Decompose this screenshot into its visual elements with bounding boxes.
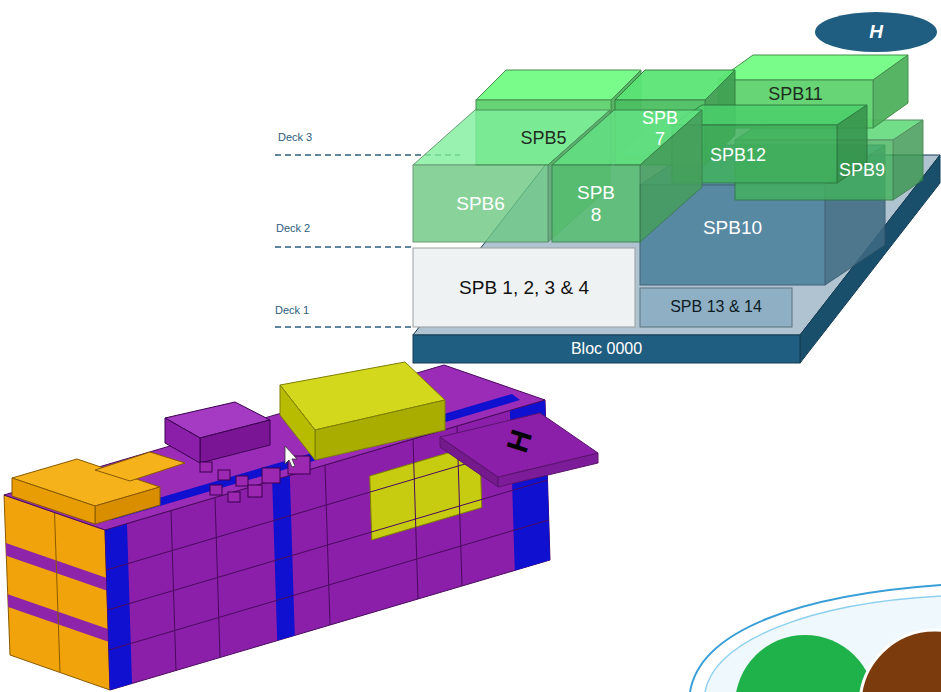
module-box: SPB 8 bbox=[552, 165, 640, 242]
box-front bbox=[413, 335, 800, 363]
model-edge bbox=[55, 513, 61, 673]
box-label: SPB 7 bbox=[639, 108, 681, 149]
model-orange-block bbox=[95, 487, 160, 524]
box-faces bbox=[552, 110, 702, 242]
model-purple-box bbox=[165, 418, 200, 463]
module-box: Bloc 0000 bbox=[413, 335, 800, 363]
model-purple-box bbox=[200, 420, 270, 463]
box-side bbox=[873, 55, 908, 128]
model-yellow-box bbox=[315, 400, 445, 460]
box-label: SPB10 bbox=[703, 217, 762, 239]
deck-label: Deck 1 bbox=[275, 304, 309, 316]
helipad-deck: H bbox=[440, 405, 600, 477]
pad-top bbox=[440, 413, 598, 477]
model-edge bbox=[325, 465, 330, 625]
box-label: Bloc 0000 bbox=[571, 340, 642, 358]
model-orange-block bbox=[12, 478, 95, 524]
decor-circle bbox=[735, 635, 875, 692]
module-box: SPB 13 & 14 bbox=[640, 288, 792, 327]
box-label: SPB 8 bbox=[575, 182, 617, 226]
model-edge bbox=[413, 439, 418, 599]
model-edge bbox=[171, 511, 176, 671]
deck-line bbox=[275, 326, 413, 327]
box-label: SPB12 bbox=[710, 145, 766, 166]
model-orange-block bbox=[95, 452, 185, 481]
box-faces bbox=[413, 248, 635, 327]
box-faces bbox=[640, 288, 792, 327]
module-box: SPB 1, 2, 3 & 4 bbox=[413, 248, 635, 327]
model-cube bbox=[200, 462, 212, 472]
model-cube bbox=[228, 492, 240, 502]
mouse-cursor bbox=[285, 446, 297, 467]
model-cube bbox=[210, 485, 222, 495]
box-front bbox=[552, 165, 640, 242]
box-label: H bbox=[869, 21, 883, 43]
model-cube bbox=[262, 468, 280, 483]
box-label: SPB 1, 2, 3 & 4 bbox=[459, 277, 589, 299]
deck-label: Deck 2 bbox=[276, 222, 310, 234]
model-edge bbox=[215, 498, 220, 658]
decor-circle bbox=[860, 630, 941, 692]
box-side bbox=[893, 120, 923, 200]
box-front bbox=[413, 165, 548, 242]
oval-shape bbox=[815, 12, 937, 52]
box-front bbox=[640, 288, 792, 327]
module-box: SPB6 bbox=[413, 165, 548, 242]
deck-line bbox=[275, 246, 413, 247]
box-front bbox=[413, 248, 635, 327]
box-label: SPB9 bbox=[839, 160, 885, 181]
box-label: SPB5 bbox=[520, 128, 566, 149]
deck-label: Deck 3 bbox=[278, 131, 312, 143]
model-cube bbox=[236, 476, 248, 486]
helipad-oval: H bbox=[815, 12, 937, 52]
model-cube bbox=[248, 485, 262, 497]
model-cube bbox=[218, 470, 230, 480]
box-side bbox=[837, 105, 867, 183]
box-label: SPB6 bbox=[456, 193, 505, 215]
box-side bbox=[640, 110, 702, 242]
box-label: SPB11 bbox=[768, 84, 823, 105]
box-label: SPB 13 & 14 bbox=[670, 298, 762, 316]
